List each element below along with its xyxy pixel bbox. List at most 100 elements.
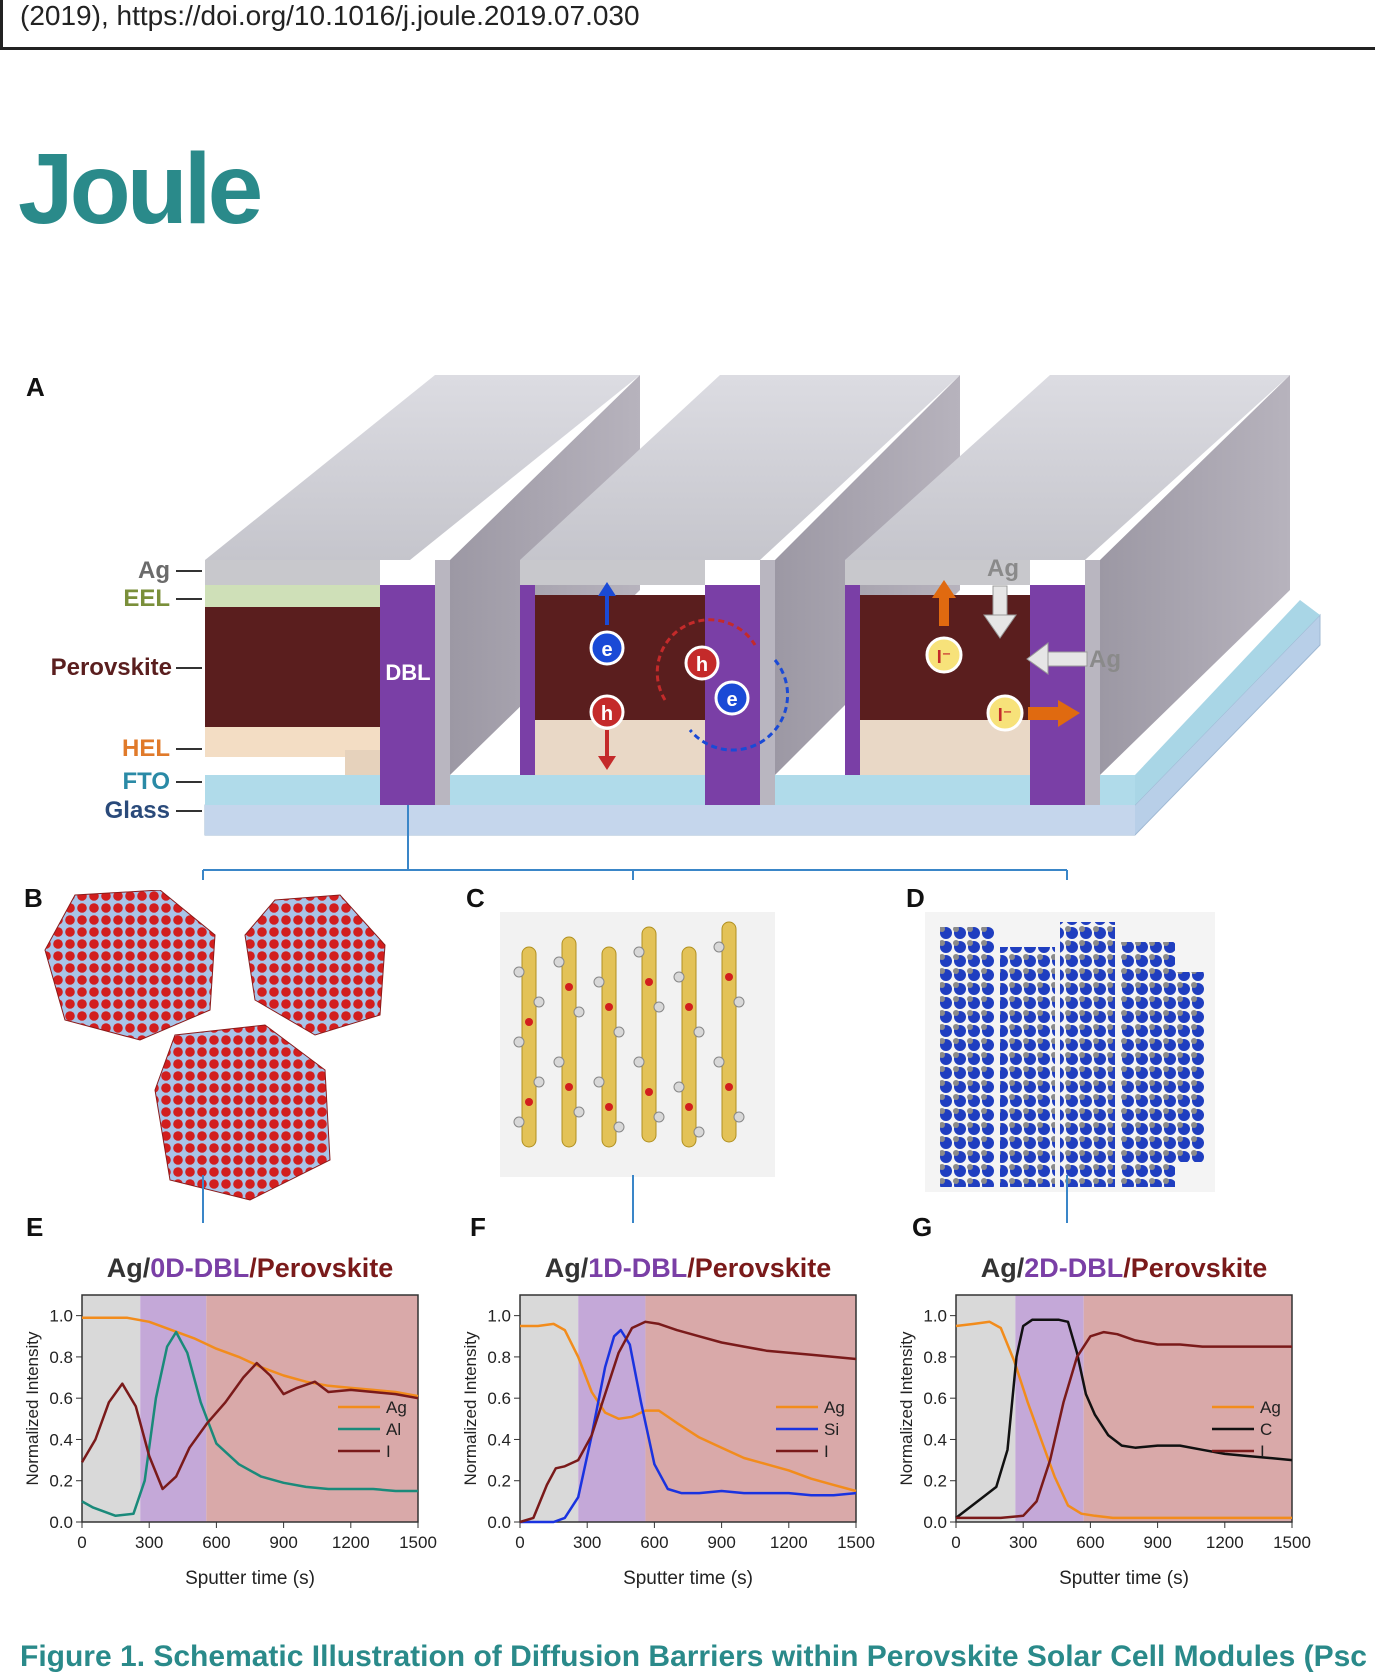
legend-label: Ag	[386, 1398, 407, 1417]
legend-label: I	[386, 1442, 391, 1461]
y-axis-label: Normalized Intensity	[461, 1331, 480, 1486]
x-tick-label: 1200	[770, 1533, 808, 1552]
shaded-region	[956, 1295, 1016, 1522]
legend-label: I	[1260, 1442, 1265, 1461]
plot-frame	[81, 1294, 419, 1523]
ag-top-label: Ag	[987, 555, 1019, 582]
shaded-region	[82, 1295, 141, 1522]
cell-1	[205, 375, 640, 805]
chart-title: Ag/2D-DBL/Perovskite	[981, 1253, 1268, 1283]
y-tick-label: 0.6	[49, 1389, 73, 1408]
chart-title-part: 0D-DBL	[150, 1253, 249, 1283]
svg-text:e: e	[601, 639, 612, 661]
panel-label-b: B	[24, 883, 43, 913]
legend-label: I	[824, 1442, 829, 1461]
x-tick-label: 900	[1143, 1533, 1171, 1552]
svg-text:h: h	[601, 703, 613, 725]
series-line-i	[80, 1361, 419, 1491]
svg-text:I⁻: I⁻	[998, 705, 1013, 725]
x-tick-label: 300	[1009, 1533, 1037, 1552]
y-tick-label: 1.0	[923, 1307, 947, 1326]
label-hel: HEL	[122, 735, 170, 762]
y-axis-label: Normalized Intensity	[897, 1331, 916, 1486]
x-tick-label: 0	[515, 1533, 524, 1552]
1d-chain-structure-image	[500, 912, 775, 1177]
x-tick-label: 0	[951, 1533, 960, 1552]
series-line-i	[519, 1320, 857, 1524]
x-tick-label: 300	[135, 1533, 163, 1552]
y-tick-label: 0.6	[487, 1389, 511, 1408]
y-tick-label: 1.0	[49, 1307, 73, 1326]
legend-label: Si	[824, 1420, 839, 1439]
svg-text:e: e	[726, 689, 737, 711]
legend-label: Ag	[1260, 1398, 1281, 1417]
shaded-region	[645, 1295, 856, 1522]
x-tick-label: 300	[573, 1533, 601, 1552]
chart-title-part: Ag/	[981, 1253, 1025, 1283]
fto-front	[205, 775, 1135, 805]
glass-front	[205, 805, 1135, 835]
chart-title-part: /Perovskite	[249, 1253, 393, 1283]
x-tick-label: 1500	[837, 1533, 875, 1552]
plot-frame	[955, 1294, 1293, 1523]
chart-title-part: 1D-DBL	[588, 1253, 687, 1283]
y-tick-label: 1.0	[487, 1307, 511, 1326]
ag-side-label: Ag	[1089, 646, 1121, 673]
x-tick-label: 1200	[332, 1533, 370, 1552]
figure-caption: Figure 1. Schematic Illustration of Diff…	[20, 1640, 1367, 1673]
shaded-region	[206, 1295, 418, 1522]
x-tick-label: 900	[269, 1533, 297, 1552]
svg-text:h: h	[696, 654, 708, 676]
chart-title: Ag/0D-DBL/Perovskite	[107, 1253, 394, 1283]
journal-logo: Joule	[18, 133, 263, 245]
legend-label: Al	[386, 1420, 401, 1439]
citation-text: (2019), https://doi.org/10.1016/j.joule.…	[20, 0, 640, 31]
y-tick-label: 0.0	[487, 1513, 511, 1532]
label-eel: EEL	[123, 585, 170, 612]
shaded-region	[140, 1295, 207, 1522]
y-tick-label: 0.0	[923, 1513, 947, 1532]
label-fto: FTO	[122, 768, 170, 795]
y-tick-label: 0.2	[487, 1472, 511, 1491]
x-axis-label: Sputter time (s)	[1059, 1568, 1189, 1589]
chart-title-part: Ag/	[107, 1253, 151, 1283]
series-line-i	[956, 1330, 1292, 1520]
y-tick-label: 0.4	[49, 1430, 73, 1449]
shaded-region	[1083, 1295, 1292, 1522]
x-tick-label: 600	[1076, 1533, 1104, 1552]
x-tick-label: 900	[707, 1533, 735, 1552]
y-tick-label: 0.4	[923, 1430, 947, 1449]
dbl-bar	[380, 585, 435, 805]
series-line-ag	[82, 1316, 419, 1398]
iodide-icon	[986, 694, 1024, 732]
y-tick-label: 0.2	[49, 1472, 73, 1491]
chart-title-part: /Perovskite	[1123, 1253, 1267, 1283]
x-tick-label: 600	[202, 1533, 230, 1552]
series-line-c	[955, 1318, 1293, 1519]
y-tick-label: 0.8	[487, 1348, 511, 1367]
series-line-ag	[520, 1322, 857, 1493]
y-tick-label: 0.4	[487, 1430, 511, 1449]
chart-title: Ag/1D-DBL/Perovskite	[545, 1253, 832, 1283]
chart-title-part: 2D-DBL	[1024, 1253, 1123, 1283]
panel-label-a: A	[26, 372, 45, 402]
panel-label-g: G	[912, 1212, 933, 1242]
label-ag: Ag	[138, 557, 170, 584]
y-tick-label: 0.8	[49, 1348, 73, 1367]
panel-label-e: E	[26, 1212, 44, 1242]
hole-icon	[589, 694, 625, 730]
panel-label-c: C	[466, 883, 485, 913]
dbl-bar	[1030, 585, 1085, 805]
chart-title-part: Ag/	[545, 1253, 589, 1283]
y-tick-label: 0.2	[923, 1472, 947, 1491]
x-tick-label: 0	[77, 1533, 86, 1552]
y-axis-label: Normalized Intensity	[23, 1331, 42, 1486]
shaded-region	[1015, 1295, 1084, 1522]
electron-icon	[714, 680, 750, 716]
x-axis-label: Sputter time (s)	[623, 1568, 753, 1589]
iodide-icon	[925, 636, 963, 674]
hole-icon	[684, 645, 720, 681]
